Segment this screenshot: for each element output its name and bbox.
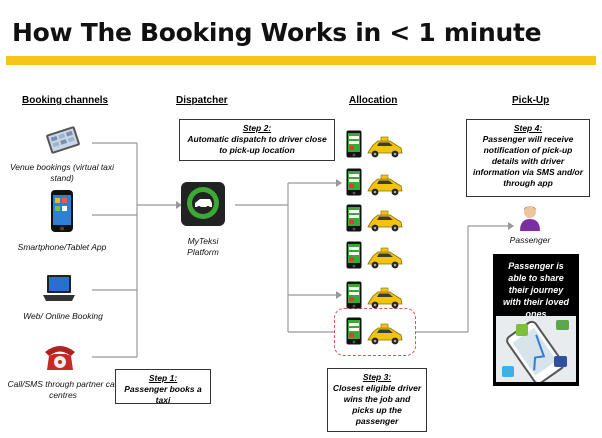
column-header-allocation: Allocation (349, 95, 398, 106)
column-header-pickup: Pick-Up (512, 95, 550, 106)
step1-text: Passenger books a taxi (124, 384, 202, 405)
step3-box: Step 3: Closest eligible driver wins the… (327, 368, 427, 432)
step2-text: Automatic dispatch to driver close to pi… (187, 134, 327, 155)
column-header-dispatcher: Dispatcher (176, 95, 228, 106)
step2-label: Step 2: (242, 123, 272, 133)
channel-label-web: Web/ Online Booking (23, 311, 103, 321)
step1-label: Step 1: (148, 373, 178, 383)
smartphone-icon (51, 190, 73, 232)
social-phone-icon (496, 316, 576, 382)
step4-text: Passenger will receive notification of p… (472, 134, 584, 188)
step2-box: Step 2: Automatic dispatch to driver clo… (179, 119, 335, 161)
step4-label: Step 4: (513, 123, 543, 133)
winning-driver-highlight (334, 308, 416, 356)
step3-label: Step 3: (362, 372, 392, 382)
platform-label: MyTeksi Platform (187, 236, 219, 257)
channel-label-call: Call/SMS through partner call centres (7, 379, 119, 400)
telephone-icon (45, 346, 75, 370)
title-underline-bar (6, 56, 596, 65)
page-title: How The Booking Works in < 1 minute (12, 18, 542, 47)
laptop-icon (43, 275, 75, 301)
passenger-label: Passenger (509, 235, 551, 245)
myteksi-logo-icon (181, 182, 225, 226)
share-text: Passenger is able to share their journey… (493, 256, 579, 324)
tablet-icon (46, 126, 80, 154)
step1-box: Step 1: Passenger books a taxi (115, 369, 211, 405)
step3-text: Closest eligible driver wins the job and… (332, 383, 422, 426)
step4-box: Step 4: Passenger will receive notificat… (466, 119, 590, 197)
passenger-icon (520, 206, 540, 231)
column-header-booking-channels: Booking channels (22, 95, 109, 106)
channel-label-venue: Venue bookings (virtual taxi stand) (9, 162, 115, 183)
channel-label-smartphone: Smartphone/Tablet App (17, 242, 107, 252)
